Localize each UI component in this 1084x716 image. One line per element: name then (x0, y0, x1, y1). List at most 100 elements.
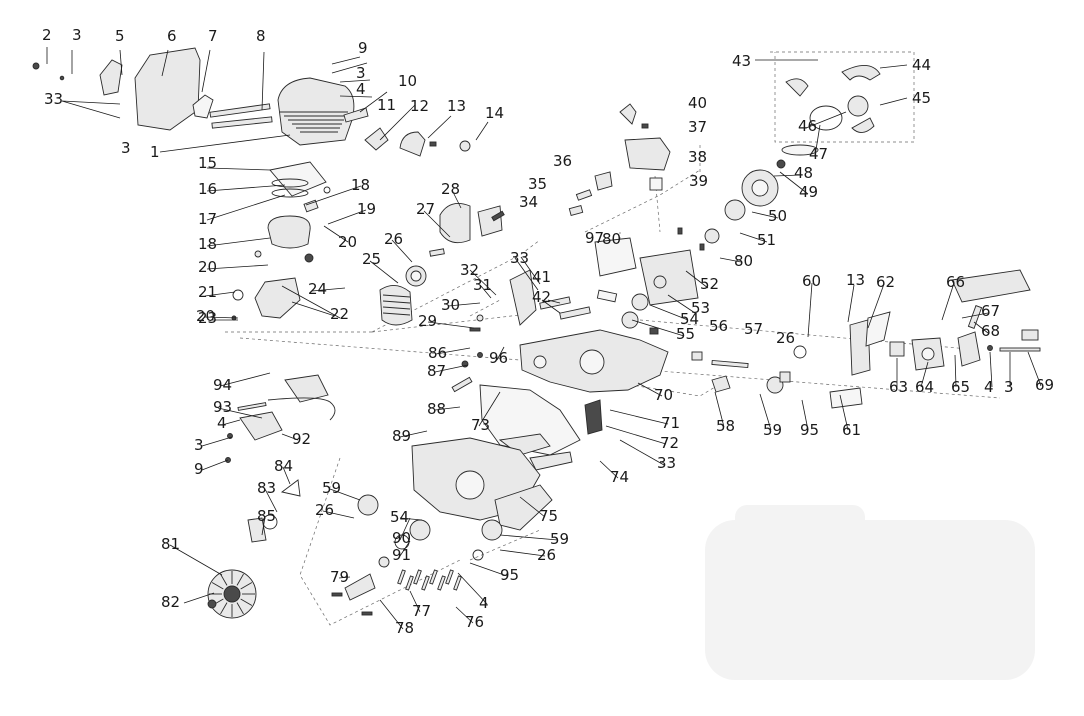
leader-line (751, 211, 779, 219)
callout-6: 6 (167, 27, 177, 45)
callout-92: 92 (292, 430, 311, 448)
callout-44: 44 (912, 56, 931, 74)
callout-81: 81 (161, 535, 180, 553)
leader-line (305, 185, 362, 206)
callout-25: 25 (362, 250, 381, 268)
callout-49: 49 (799, 183, 818, 201)
clutch-hub-shape (847, 95, 869, 117)
callout-48: 48 (794, 164, 813, 182)
callout-80: 80 (602, 230, 621, 248)
leader-line (499, 549, 546, 557)
bearing-shape (304, 253, 314, 263)
leader-line (480, 285, 492, 299)
callout-14: 14 (485, 104, 504, 122)
callout-17: 17 (198, 210, 217, 228)
bar-spike-shape (529, 451, 573, 471)
leader-line (954, 354, 957, 388)
leader-line (1027, 351, 1042, 387)
leader-line (773, 174, 802, 177)
callout-90: 90 (392, 529, 411, 547)
bellows-shape (379, 285, 413, 326)
bolt-shape (491, 210, 505, 222)
callout-53: 53 (691, 299, 710, 317)
cover-plate-shape (99, 59, 123, 96)
oil-pump-shape (624, 137, 671, 171)
chain-guide-plate-shape (594, 237, 637, 277)
leader-line (667, 294, 696, 314)
leader-line (322, 510, 355, 519)
screw-shape (641, 123, 649, 129)
cylinder-cover-shape (134, 47, 201, 131)
flywheel-fin-shape (240, 598, 253, 606)
spring-bar-shape (539, 296, 571, 310)
piston-ring-shape (271, 188, 309, 198)
callout-79: 79 (330, 568, 349, 586)
callout-33: 33 (657, 454, 676, 472)
leader-line (451, 189, 462, 209)
bumper-shape (766, 376, 784, 394)
callout-20: 20 (198, 258, 217, 276)
leader-line (759, 393, 772, 431)
flywheel-hub-shape (223, 585, 241, 603)
callout-20: 20 (338, 233, 357, 251)
bearing-shape (357, 494, 379, 516)
callout-63: 63 (889, 378, 908, 396)
small-screw-shape (429, 141, 437, 147)
leader-line (989, 351, 993, 388)
air-filter-shape (951, 269, 1031, 303)
crankcase-bolt-shape (445, 569, 454, 585)
leader-line (520, 256, 541, 285)
leader-line (714, 391, 725, 428)
leader-line (61, 100, 121, 105)
crankcase-bolt-shape (429, 569, 438, 585)
crankcase-bore-shape (579, 349, 605, 375)
callout-27: 27 (416, 200, 435, 218)
callout-41: 41 (532, 268, 551, 286)
leader-line (217, 407, 263, 419)
callout-4: 4 (217, 414, 227, 432)
callout-26: 26 (384, 230, 403, 248)
callout-5: 5 (115, 27, 125, 45)
alignment-guide (469, 299, 501, 317)
callout-59: 59 (322, 479, 341, 497)
bracket-shape (364, 127, 389, 151)
leader-line (519, 496, 546, 518)
leader-line (369, 260, 399, 284)
callout-10: 10 (398, 72, 417, 90)
callout-83: 83 (257, 479, 276, 497)
callout-37: 37 (688, 118, 707, 136)
leader-line (801, 399, 809, 431)
leader-line (204, 291, 236, 297)
piston-pin-shape (303, 199, 319, 213)
filter-plate-shape (829, 387, 863, 409)
callout-89: 89 (392, 427, 411, 445)
callout-1: 1 (150, 143, 160, 161)
seal-shape (409, 519, 431, 541)
leader-line (475, 121, 489, 141)
callout-72: 72 (660, 434, 679, 452)
callout-18: 18 (351, 176, 370, 194)
callout-51: 51 (757, 231, 776, 249)
pin-shape (451, 376, 473, 393)
crankcase-bolt-shape (453, 575, 462, 591)
callout-33: 33 (44, 90, 63, 108)
leader-line (159, 134, 291, 153)
leader-line (183, 592, 215, 604)
leader-line (204, 316, 239, 319)
callout-13: 13 (447, 97, 466, 115)
callout-12: 12 (410, 97, 429, 115)
callout-35: 35 (528, 175, 547, 193)
alignment-guide (371, 239, 541, 333)
callout-2: 2 (42, 26, 52, 44)
leader-line (339, 95, 373, 98)
screw-shape (677, 227, 683, 235)
callout-20: 20 (196, 307, 215, 325)
plate-shape (344, 573, 376, 601)
leader-line (499, 534, 559, 541)
carburetor-adapter-shape (849, 319, 871, 376)
callout-43: 43 (732, 52, 751, 70)
leader-line (206, 194, 286, 221)
bearing-shape (621, 311, 639, 329)
screw-shape (568, 205, 584, 216)
